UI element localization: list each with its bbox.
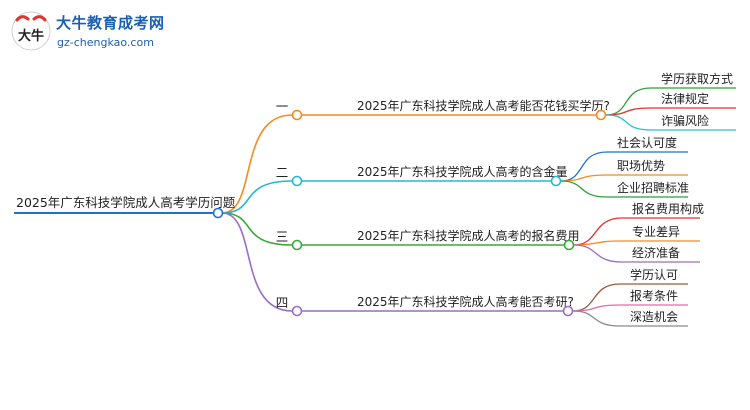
branch-index-label: 一 (276, 99, 289, 114)
leaf-connector (572, 304, 621, 312)
logo-url: gz-chengkao.com (57, 36, 154, 49)
branch-connector (221, 212, 293, 246)
logo-badge-icon: 大牛 (11, 11, 51, 51)
leaf-connector (573, 240, 623, 246)
branch-title: 2025年广东科技学院成人高考能否花钱买学历? (357, 98, 610, 113)
branch-title: 2025年广东科技学院成人高考的报名费用 (357, 228, 580, 243)
branch-connector (221, 180, 293, 214)
leaf-node-label[interactable]: 学历认可 (630, 267, 678, 282)
leaf-connector (560, 180, 608, 198)
branch-index-label: 三 (276, 229, 289, 244)
branch-title-dot[interactable] (595, 109, 607, 121)
leaf-node-label[interactable]: 专业差异 (632, 224, 680, 239)
leaf-node-label[interactable]: 社会认可度 (617, 135, 677, 150)
leaf-connector (560, 174, 608, 182)
site-logo[interactable]: 大牛 大牛教育成考网 gz-chengkao.com (10, 10, 170, 54)
branch-index-dot[interactable] (291, 239, 303, 251)
leaf-connector (560, 151, 608, 182)
leaf-node-label[interactable]: 学历获取方式 (661, 71, 733, 86)
leaf-node-label[interactable]: 职场优势 (617, 159, 665, 173)
branch-index-label: 四 (276, 295, 289, 310)
leaf-connector (573, 244, 623, 263)
leaf-node-label[interactable]: 经济准备 (632, 245, 680, 260)
leaf-node-label[interactable]: 法律规定 (661, 91, 709, 106)
root-node-label: 2025年广东科技学院成人高考学历问题 (16, 195, 236, 210)
leaf-node-label[interactable]: 诈骗风险 (661, 113, 709, 128)
branch-title-dot[interactable] (563, 239, 575, 251)
branch-title: 2025年广东科技学院成人高考能否考研? (357, 294, 574, 309)
branch-title: 2025年广东科技学院成人高考的含金量 (357, 164, 568, 179)
leaf-node-label[interactable]: 报考条件 (630, 288, 678, 303)
branch-index-dot[interactable] (291, 109, 303, 121)
leaf-connector (605, 114, 652, 131)
leaf-node-label[interactable]: 深造机会 (630, 310, 678, 324)
branch-connector (221, 114, 293, 214)
branch-index-label: 二 (276, 165, 289, 180)
branch-title-dot[interactable] (550, 175, 562, 187)
leaf-node-label[interactable]: 报名费用构成 (632, 201, 704, 216)
leaf-connector (572, 310, 621, 327)
branch-index-dot[interactable] (291, 175, 303, 187)
root-node-dot[interactable] (212, 207, 224, 219)
logo-brand-name: 大牛教育成考网 (56, 14, 165, 32)
leaf-node-label[interactable]: 企业招聘标准 (617, 180, 689, 195)
branch-index-dot[interactable] (291, 305, 303, 317)
svg-text:大牛: 大牛 (18, 28, 44, 44)
branch-title-dot[interactable] (562, 305, 574, 317)
branch-connector (221, 212, 293, 312)
